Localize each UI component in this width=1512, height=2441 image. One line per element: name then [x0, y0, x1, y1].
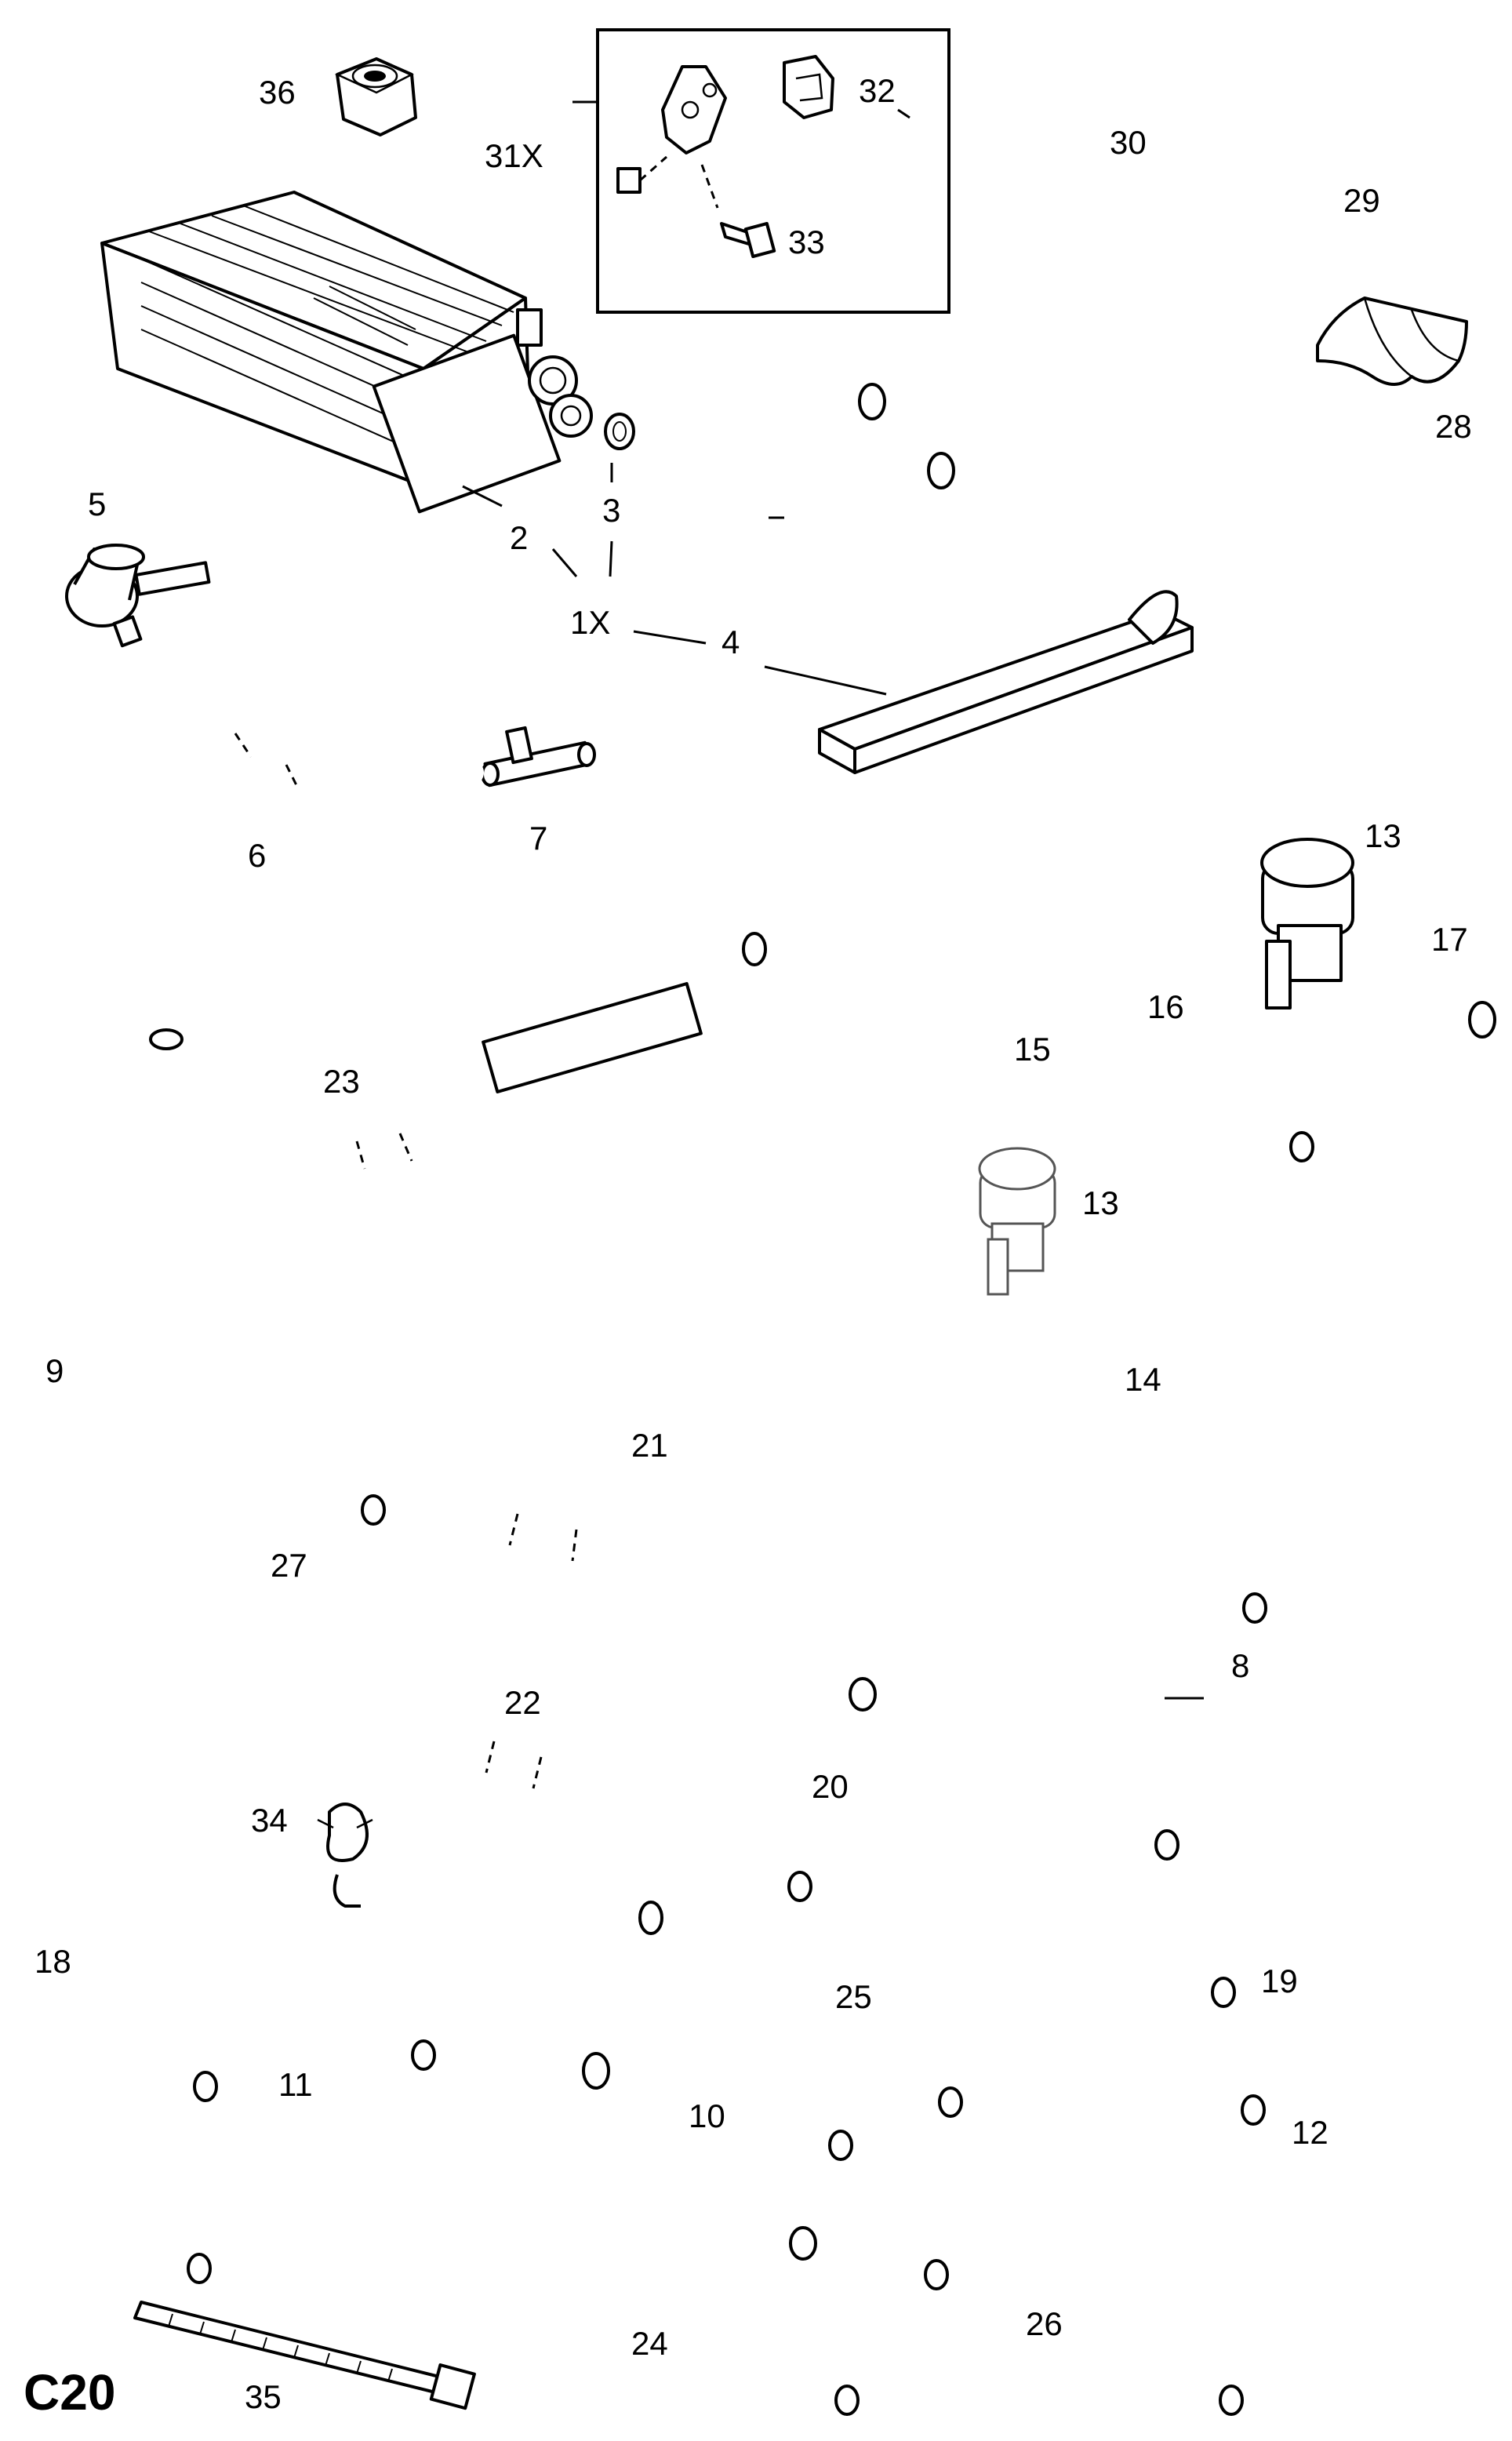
part-36-nut	[334, 57, 417, 136]
label-31x: 31X	[485, 137, 543, 174]
label-29: 29	[1343, 182, 1380, 219]
label-2: 2	[510, 519, 528, 556]
label-11: 11	[278, 2066, 313, 2103]
label-28: 28	[1435, 408, 1472, 445]
part-34-clamp	[317, 1803, 373, 1908]
label-18: 18	[35, 1943, 71, 1980]
part-13-valve-lower	[978, 1147, 1056, 1296]
label-1x: 1X	[570, 604, 610, 641]
sheet-code: C20	[24, 2364, 115, 2421]
label-26: 26	[1026, 2305, 1063, 2342]
label-17: 17	[1431, 921, 1468, 958]
label-36: 36	[259, 74, 296, 111]
label-15: 15	[1014, 1031, 1051, 1068]
leader-lines	[462, 100, 910, 696]
label-16: 16	[1147, 988, 1184, 1025]
label-23: 23	[323, 1063, 360, 1100]
label-20: 20	[812, 1768, 849, 1805]
part-4-seal-strip	[818, 590, 1194, 774]
hose-group	[65, 42, 1496, 2416]
label-7: 7	[529, 820, 547, 857]
label-3: 3	[602, 492, 620, 529]
label-33: 33	[788, 224, 825, 260]
label-19: 19	[1261, 1963, 1298, 1999]
part-28-clip	[1316, 296, 1468, 386]
inset-box-31x	[596, 28, 950, 314]
label-10: 10	[689, 2097, 725, 2134]
label-14: 14	[1125, 1361, 1161, 1398]
label-9: 9	[45, 1352, 64, 1389]
label-25: 25	[835, 1978, 872, 2015]
part-5-valve	[65, 544, 211, 648]
part-35-cable-tie	[133, 2301, 476, 2410]
label-13a: 13	[1365, 817, 1401, 854]
label-22: 22	[504, 1684, 541, 1721]
label-21: 21	[631, 1427, 668, 1464]
callout-labels: 36 31X 32 33 30 29 28 5 3 2 1X 4 6 7 13 …	[24, 72, 1472, 2421]
label-5: 5	[88, 486, 106, 522]
label-30: 30	[1110, 124, 1147, 161]
part-7-t-connector	[481, 726, 596, 788]
label-4: 4	[721, 624, 740, 660]
label-27: 27	[271, 1547, 307, 1584]
label-13b: 13	[1082, 1184, 1119, 1221]
label-34: 34	[251, 1802, 288, 1839]
label-6: 6	[248, 837, 266, 874]
label-8: 8	[1231, 1647, 1249, 1684]
heater-core-1x	[100, 191, 635, 514]
hose-23	[162, 951, 754, 1176]
label-35: 35	[245, 2378, 282, 2415]
label-24: 24	[631, 2325, 668, 2362]
label-32: 32	[859, 72, 896, 109]
label-12: 12	[1292, 2114, 1328, 2151]
part-13-valve-upper	[1260, 838, 1354, 1010]
